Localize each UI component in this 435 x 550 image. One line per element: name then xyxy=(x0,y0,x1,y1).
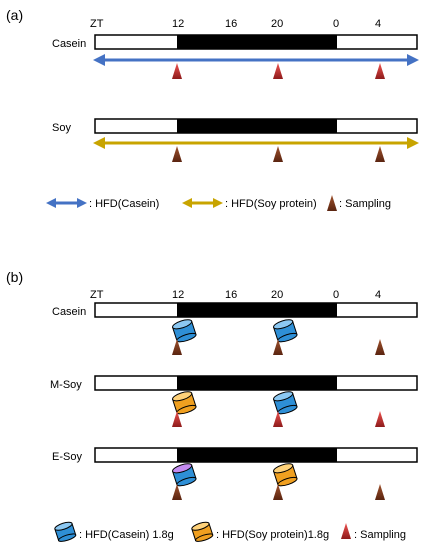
panel-a-time-axis: ZT 12 16 20 0 4 xyxy=(90,18,381,30)
panel-b-legend: : HFD(Casein) 1.8g : HFD(Soy protein)1.8… xyxy=(54,521,406,542)
panel-a-legend: : HFD(Casein) : HFD(Soy protein) : Sampl… xyxy=(46,195,391,211)
tick-zt: ZT xyxy=(90,18,104,30)
soy-diet-arrow xyxy=(93,137,419,149)
legend-casein-label: : HFD(Casein) xyxy=(89,198,159,210)
tick-4: 4 xyxy=(375,289,381,301)
panel-b-row-casein: Casein xyxy=(52,302,418,355)
panel-a-row-casein: Casein xyxy=(52,34,419,79)
dark-phase-bar xyxy=(177,119,337,133)
tick-zt: ZT xyxy=(90,289,104,301)
sampling-triangle-icon xyxy=(375,339,385,355)
legend-soy-feed-cup-icon xyxy=(191,521,214,542)
tick-16: 16 xyxy=(225,289,237,301)
sampling-triangle-icon xyxy=(375,411,385,427)
tick-0: 0 xyxy=(333,18,339,30)
sampling-triangle-icon xyxy=(172,146,182,162)
legend-casein-feed-cup-icon xyxy=(54,521,77,542)
panel-a-label: (a) xyxy=(6,7,23,23)
sampling-triangle-icon xyxy=(375,63,385,79)
feed-cup-icon xyxy=(172,391,197,415)
feed-cup-icon xyxy=(273,463,298,487)
legend-soy-label: : HFD(Soy protein) xyxy=(225,198,317,210)
feed-cup-icon xyxy=(273,319,298,343)
feed-cup-icon xyxy=(172,463,197,487)
sampling-triangle-icon xyxy=(273,411,283,427)
sampling-triangle-icon xyxy=(273,63,283,79)
sampling-triangle-icon xyxy=(375,146,385,162)
tick-16: 16 xyxy=(225,18,237,30)
sampling-triangle-icon xyxy=(273,146,283,162)
panel-b-time-axis: ZT 12 16 20 0 4 xyxy=(90,289,381,301)
sampling-triangle-icon xyxy=(273,484,283,500)
tick-12: 12 xyxy=(172,18,184,30)
dark-phase-bar xyxy=(177,35,337,49)
group-label-e-soy: E-Soy xyxy=(52,451,82,463)
legend-casein-label: : HFD(Casein) 1.8g xyxy=(79,529,174,541)
group-label-soy: Soy xyxy=(52,122,71,134)
feed-cup-icon xyxy=(273,391,298,415)
tick-0: 0 xyxy=(333,289,339,301)
tick-20: 20 xyxy=(271,289,283,301)
dark-phase-bar xyxy=(177,376,337,390)
sampling-triangle-icon xyxy=(172,484,182,500)
legend-sampling-label: : Sampling xyxy=(354,529,406,541)
dark-phase-bar xyxy=(177,448,337,462)
casein-diet-arrow xyxy=(93,54,419,66)
sampling-triangle-icon xyxy=(273,339,283,355)
legend-soy-arrow-icon xyxy=(182,198,223,208)
legend-sampling-label: : Sampling xyxy=(339,198,391,210)
group-label-casein: Casein xyxy=(52,38,86,50)
sampling-triangle-icon xyxy=(341,523,351,539)
legend-casein-arrow-icon xyxy=(46,198,87,208)
tick-20: 20 xyxy=(271,18,283,30)
sampling-triangle-icon xyxy=(172,339,182,355)
tick-4: 4 xyxy=(375,18,381,30)
sampling-triangle-icon xyxy=(375,484,385,500)
group-label-casein: Casein xyxy=(52,306,86,318)
feed-cup-icon xyxy=(172,319,197,343)
panel-b-label: (b) xyxy=(6,269,23,285)
dark-phase-bar xyxy=(177,303,337,317)
sampling-triangle-icon xyxy=(172,411,182,427)
panel-b-row-m-soy: M-Soy xyxy=(50,375,418,427)
group-label-m-soy: M-Soy xyxy=(50,379,82,391)
legend-soy-label: : HFD(Soy protein)1.8g xyxy=(216,529,329,541)
panel-a-row-soy: Soy xyxy=(52,118,419,162)
panel-b-row-e-soy: E-Soy xyxy=(52,447,418,500)
sampling-triangle-icon xyxy=(327,195,337,211)
tick-12: 12 xyxy=(172,289,184,301)
sampling-triangle-icon xyxy=(172,63,182,79)
